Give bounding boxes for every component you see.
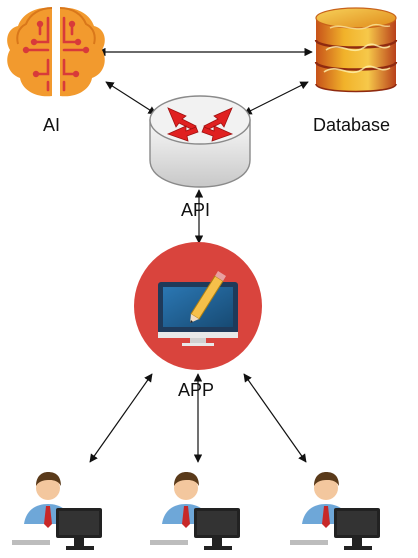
connectors — [89, 47, 313, 463]
database-icon — [314, 7, 398, 93]
user-workstation-icon — [290, 472, 380, 550]
api-label: API — [181, 200, 211, 220]
router-icon — [149, 95, 251, 188]
ai-label: AI — [43, 115, 61, 135]
brain-icon — [7, 7, 105, 97]
user-workstation-icon — [150, 472, 240, 550]
app-label: APP — [178, 380, 215, 400]
user-workstation-icon — [12, 472, 102, 550]
desktop-edit-icon — [134, 242, 262, 370]
connector-app-user-3 — [243, 373, 307, 463]
connector-database-api — [243, 81, 309, 115]
connector-ai-api — [105, 81, 157, 115]
database-label: Database — [313, 115, 391, 135]
connector-app-user-1 — [89, 373, 153, 463]
